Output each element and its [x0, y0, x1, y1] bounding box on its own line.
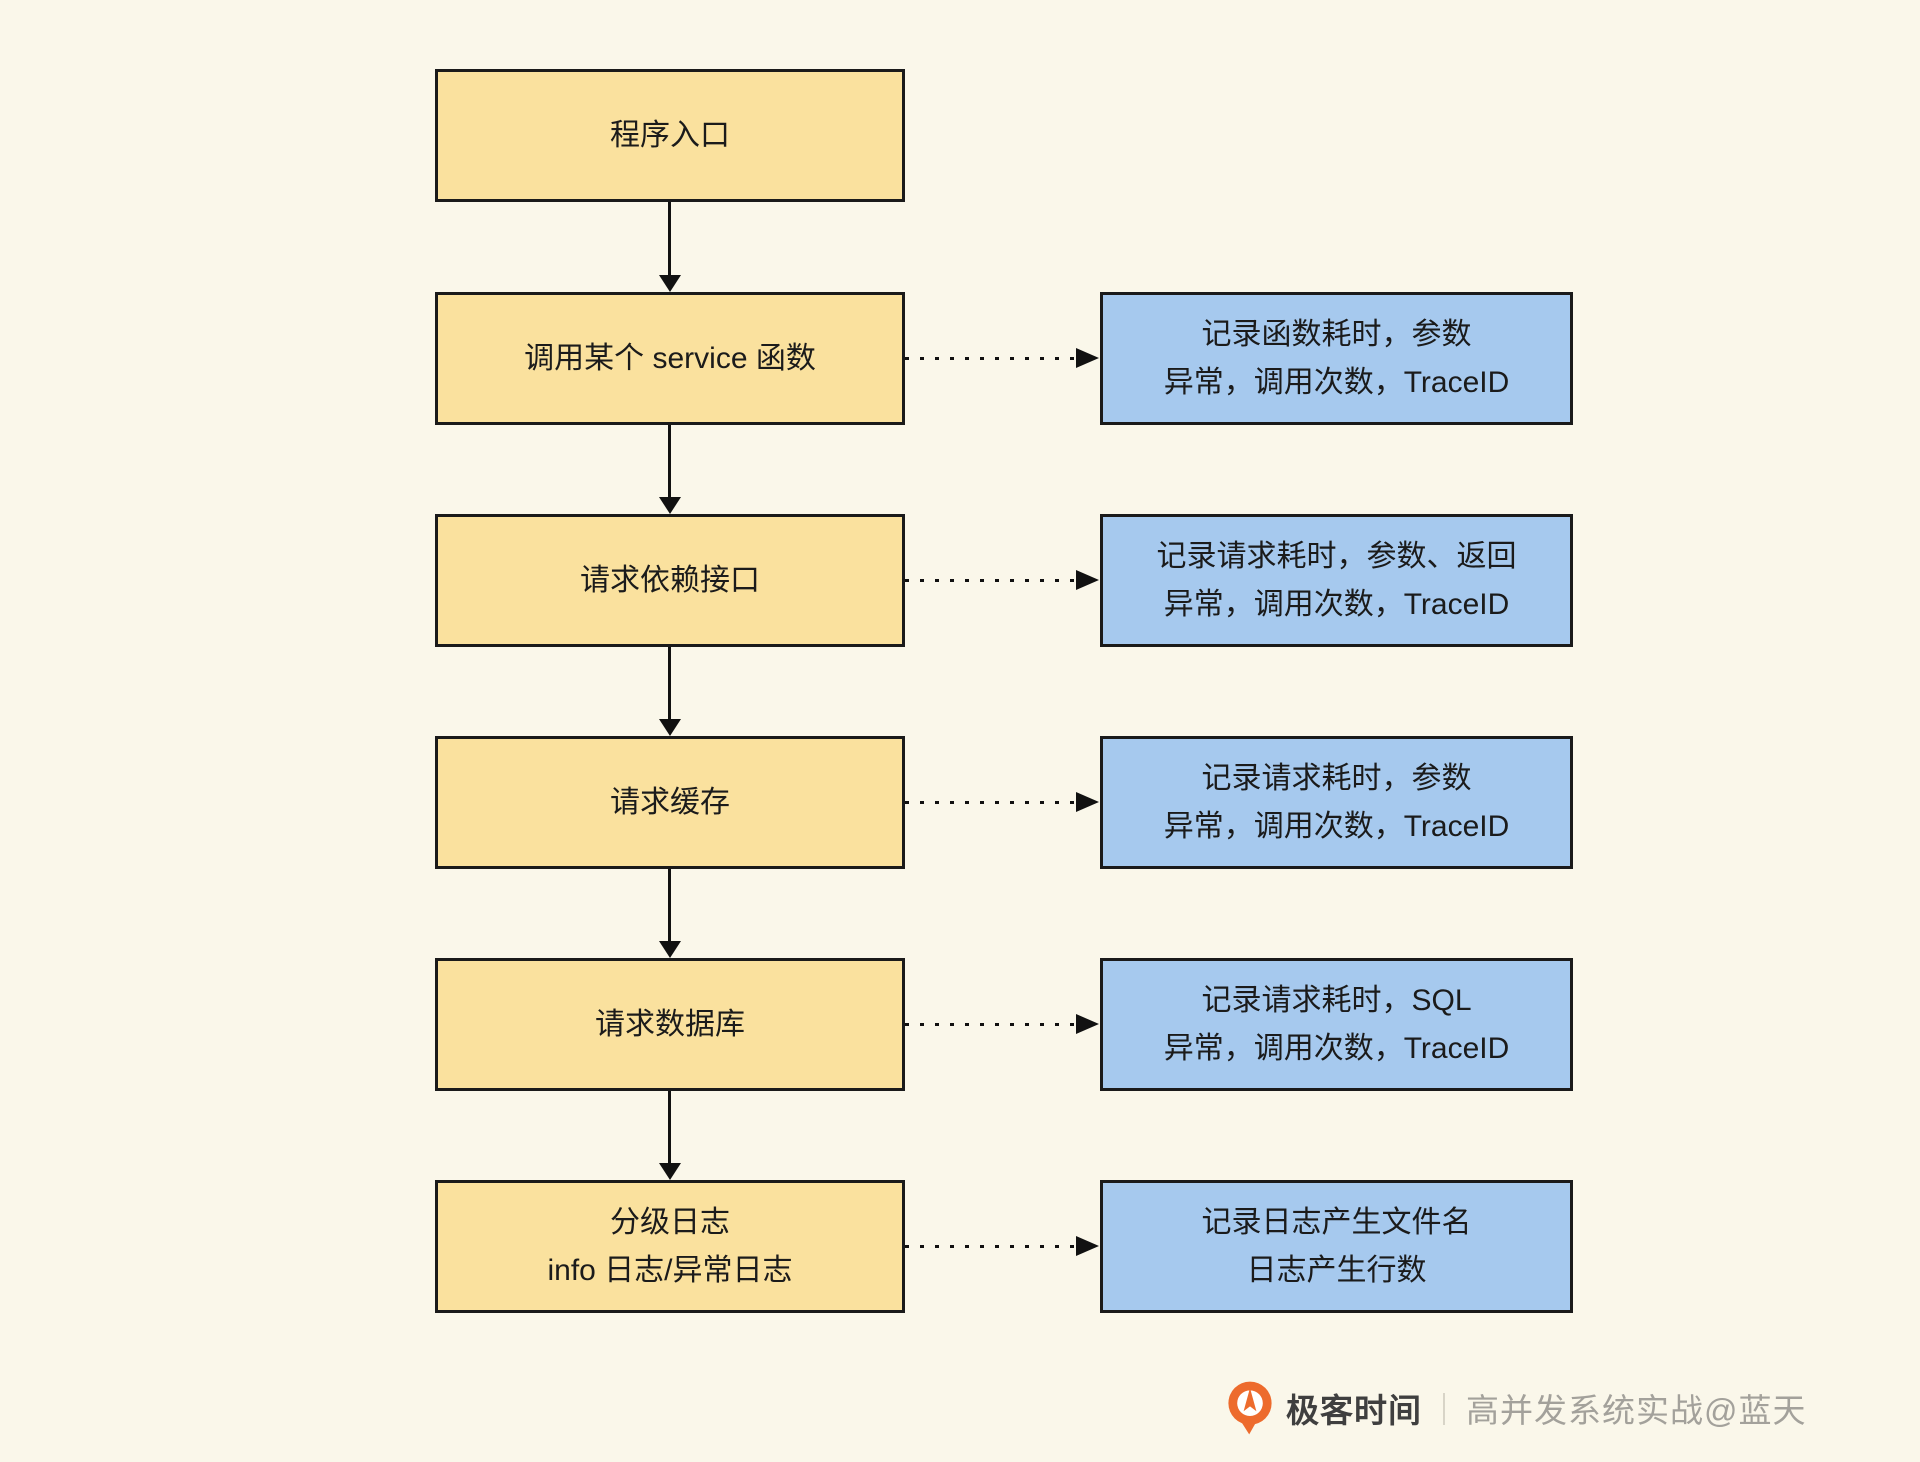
annotation-line: 异常，调用次数，TraceID: [1163, 365, 1510, 399]
down-arrow-shaft-2: [668, 425, 671, 498]
dotted-connector-arrowhead-5: [1076, 1236, 1099, 1256]
dotted-connector-2: [905, 579, 1077, 582]
dotted-connector-5: [905, 1245, 1077, 1248]
flow-node-request-dependency-api: 请求依赖接口: [435, 514, 905, 647]
geektime-logo-icon: [1228, 1381, 1272, 1435]
annotation-line: 记录请求耗时，参数、返回: [1156, 540, 1517, 574]
flow-node-label-line2: info 日志/异常日志: [547, 1253, 793, 1287]
down-arrow-shaft-5: [668, 1091, 671, 1164]
down-arrow-head-4: [659, 941, 681, 958]
flow-node-program-entry: 程序入口: [435, 69, 905, 202]
annotation-function-metrics: 记录函数耗时，参数 异常，调用次数，TraceID: [1100, 292, 1573, 425]
down-arrow-head-5: [659, 1163, 681, 1180]
down-arrow-head-3: [659, 719, 681, 736]
flow-node-request-cache: 请求缓存: [435, 736, 905, 869]
flow-node-label: 请求缓存: [610, 785, 730, 819]
annotation-line: 记录请求耗时，参数: [1201, 762, 1472, 796]
down-arrow-shaft-1: [668, 202, 671, 275]
flow-node-call-service-function: 调用某个 service 函数: [435, 292, 905, 425]
annotation-line: 记录函数耗时，参数: [1201, 318, 1472, 352]
flow-node-label: 程序入口: [610, 118, 730, 152]
annotation-line: 异常，调用次数，TraceID: [1163, 587, 1510, 621]
flow-node-label: 请求依赖接口: [580, 563, 760, 597]
flow-node-label: 调用某个 service 函数: [524, 341, 816, 375]
annotation-line: 记录日志产生文件名: [1201, 1206, 1472, 1240]
footer-divider: ｜: [1428, 1392, 1461, 1428]
annotation-line: 异常，调用次数，TraceID: [1163, 809, 1510, 843]
annotation-line: 异常，调用次数，TraceID: [1163, 1031, 1510, 1065]
flow-node-label: 请求数据库: [595, 1007, 745, 1041]
credit-text: 高并发系统实战@蓝天: [1466, 1392, 1807, 1429]
dotted-connector-arrowhead-3: [1076, 792, 1099, 812]
dotted-connector-arrowhead-2: [1076, 570, 1099, 590]
annotation-line: 记录请求耗时，SQL: [1201, 984, 1472, 1018]
down-arrow-shaft-4: [668, 869, 671, 942]
dotted-connector-1: [905, 357, 1077, 360]
annotation-line: 日志产生行数: [1246, 1253, 1427, 1287]
dotted-connector-3: [905, 801, 1077, 804]
dotted-connector-4: [905, 1023, 1077, 1026]
down-arrow-head-2: [659, 497, 681, 514]
annotation-log-metrics: 记录日志产生文件名 日志产生行数: [1100, 1180, 1573, 1313]
flow-node-request-database: 请求数据库: [435, 958, 905, 1091]
annotation-dependency-metrics: 记录请求耗时，参数、返回 异常，调用次数，TraceID: [1100, 514, 1573, 647]
flow-node-label: 分级日志: [610, 1206, 730, 1240]
down-arrow-head-1: [659, 275, 681, 292]
flow-node-leveled-logging: 分级日志 info 日志/异常日志: [435, 1180, 905, 1313]
footer-watermark: 极客时间 ｜ 高并发系统实战@蓝天: [1226, 1380, 1807, 1436]
annotation-cache-metrics: 记录请求耗时，参数 异常，调用次数，TraceID: [1100, 736, 1573, 869]
annotation-database-metrics: 记录请求耗时，SQL 异常，调用次数，TraceID: [1100, 958, 1573, 1091]
down-arrow-shaft-3: [668, 647, 671, 720]
brand-name: 极客时间: [1286, 1392, 1422, 1429]
dotted-connector-arrowhead-4: [1076, 1014, 1099, 1034]
dotted-connector-arrowhead-1: [1076, 348, 1099, 368]
